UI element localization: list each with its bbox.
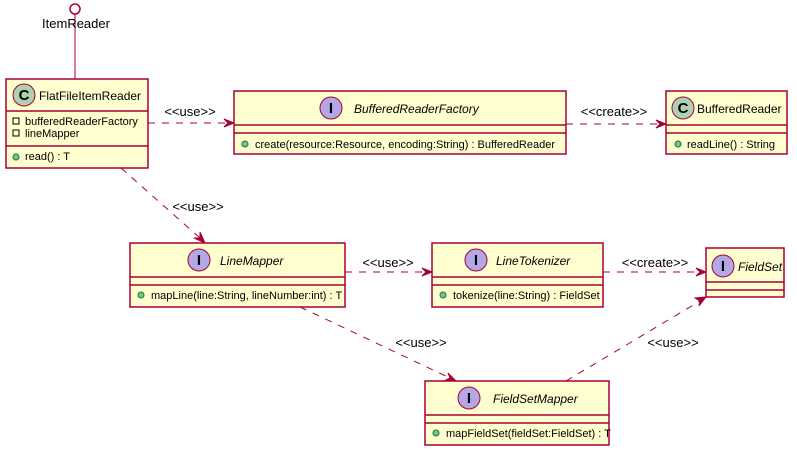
edge-tokenizer-to-field-set: <<create>>	[603, 255, 708, 277]
interface-spot-icon	[711, 254, 735, 278]
class-flat-file-item-reader[interactable]: C FlatFileItemReader bufferedReaderFacto…	[5, 78, 149, 169]
interface-spot-letter: I	[467, 390, 471, 407]
edge-label-field-set-mapper-field-set: <<use>>	[647, 335, 698, 350]
interface-field-set-mapper[interactable]: I FieldSetMapper mapFieldSet(fieldSet:Fi…	[424, 380, 611, 446]
edge-reader-to-line-mapper: <<use>>	[120, 167, 224, 245]
private-field-icon	[12, 117, 20, 125]
class-name: BufferedReader	[697, 102, 782, 116]
edge-field-set-mapper-to-field-set: <<use>>	[565, 296, 708, 382]
method-read-line: readLine() : String	[687, 139, 775, 151]
method-map-field-set: mapFieldSet(fieldSet:FieldSet) : T	[446, 428, 611, 440]
public-method-icon	[432, 429, 440, 437]
interface-spot-letter: I	[474, 252, 478, 269]
class-spot-letter: C	[19, 87, 30, 104]
edge-label-reader-factory: <<use>>	[164, 104, 215, 119]
interface-name: FieldSetMapper	[493, 392, 579, 406]
class-spot-icon	[671, 96, 695, 120]
interface-spot-icon	[187, 248, 211, 272]
public-method-icon	[241, 140, 249, 148]
edge-factory-to-buffered-reader: <<create>>	[566, 104, 668, 129]
edge-label-mapper-field-set-mapper: <<use>>	[395, 335, 446, 350]
interface-line-mapper[interactable]: I LineMapper mapLine(line:String, lineNu…	[129, 242, 346, 308]
class-spot-icon	[12, 83, 36, 107]
private-field-icon	[12, 129, 20, 137]
edge-line-mapper-to-tokenizer: <<use>>	[345, 255, 434, 277]
field-line-mapper: lineMapper	[25, 128, 80, 140]
interface-name: BufferedReaderFactory	[354, 102, 480, 116]
interface-spot-icon	[319, 96, 343, 120]
method-read: read() : T	[25, 151, 70, 163]
method-map-line: mapLine(line:String, lineNumber:int) : T	[151, 290, 342, 302]
edge-label-factory-buffered-reader: <<create>>	[581, 104, 648, 119]
edge-label-mapper-tokenizer: <<use>>	[362, 255, 413, 270]
public-method-icon	[439, 291, 447, 299]
interface-spot-letter: I	[721, 258, 725, 275]
interface-spot-icon	[464, 248, 488, 272]
interface-spot-icon	[457, 386, 481, 410]
item-reader-interface-realization: ItemReader	[42, 3, 111, 79]
public-method-icon	[137, 291, 145, 299]
edge-label-reader-line-mapper: <<use>>	[172, 199, 223, 214]
class-spot-letter: C	[678, 100, 689, 117]
interface-name: LineMapper	[220, 254, 284, 268]
interface-name: LineTokenizer	[496, 254, 571, 268]
public-method-icon	[674, 140, 682, 148]
interface-spot-letter: I	[197, 252, 201, 269]
edge-reader-to-factory: <<use>>	[148, 104, 236, 128]
item-reader-label: ItemReader	[42, 16, 111, 31]
interface-line-tokenizer[interactable]: I LineTokenizer tokenize(line:String) : …	[431, 242, 604, 308]
edge-label-tokenizer-field-set: <<create>>	[622, 255, 689, 270]
class-buffered-reader[interactable]: C BufferedReader readLine() : String	[665, 90, 788, 155]
interface-name: FieldSet	[738, 260, 783, 274]
method-tokenize: tokenize(line:String) : FieldSet	[453, 290, 600, 302]
interface-buffered-reader-factory[interactable]: I BufferedReaderFactory create(resource:…	[233, 90, 567, 155]
class-name: FlatFileItemReader	[39, 89, 141, 103]
edge-line-mapper-to-field-set-mapper: <<use>>	[299, 306, 458, 382]
public-method-icon	[12, 153, 20, 161]
field-buffered-reader-factory: bufferedReaderFactory	[25, 116, 138, 128]
method-create: create(resource:Resource, encoding:Strin…	[255, 139, 555, 151]
item-reader-lollipop-icon	[69, 3, 81, 15]
interface-field-set[interactable]: I FieldSet	[705, 247, 785, 298]
interface-spot-letter: I	[329, 100, 333, 117]
